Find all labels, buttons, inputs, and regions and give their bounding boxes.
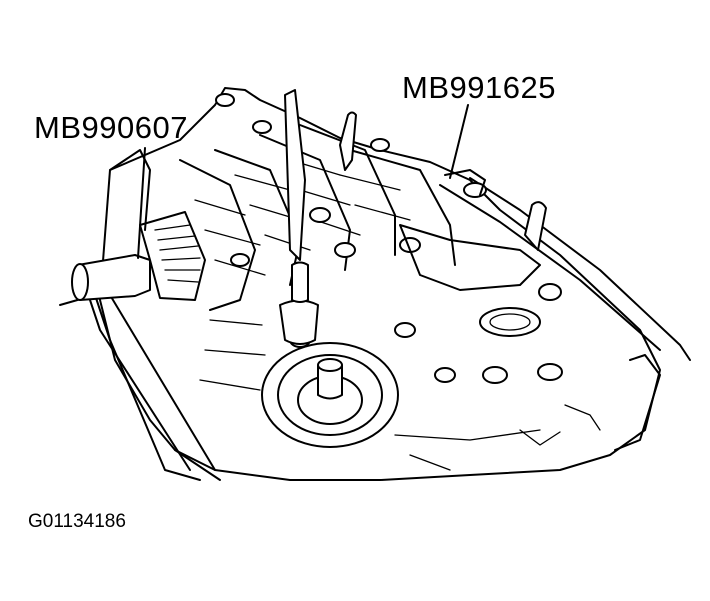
leader-line-mb990607 — [137, 147, 146, 259]
tool-mb991625 — [284, 89, 547, 291]
left-rail — [89, 294, 216, 471]
tool-mb990607 — [71, 149, 206, 301]
head-base-block — [59, 294, 221, 481]
figure-id: G01134186 — [28, 511, 126, 532]
leader-line-mb991625 — [449, 104, 469, 179]
cylinder-head-outline — [99, 87, 661, 481]
cam-seal-housing — [261, 342, 399, 448]
stud-post — [279, 261, 319, 345]
callout-label-mb990607: MB990607 — [34, 110, 188, 145]
right-frame — [439, 177, 691, 451]
lower-details — [199, 319, 601, 471]
callout-label-mb991625: MB991625 — [402, 70, 556, 105]
oval-port — [479, 307, 541, 337]
